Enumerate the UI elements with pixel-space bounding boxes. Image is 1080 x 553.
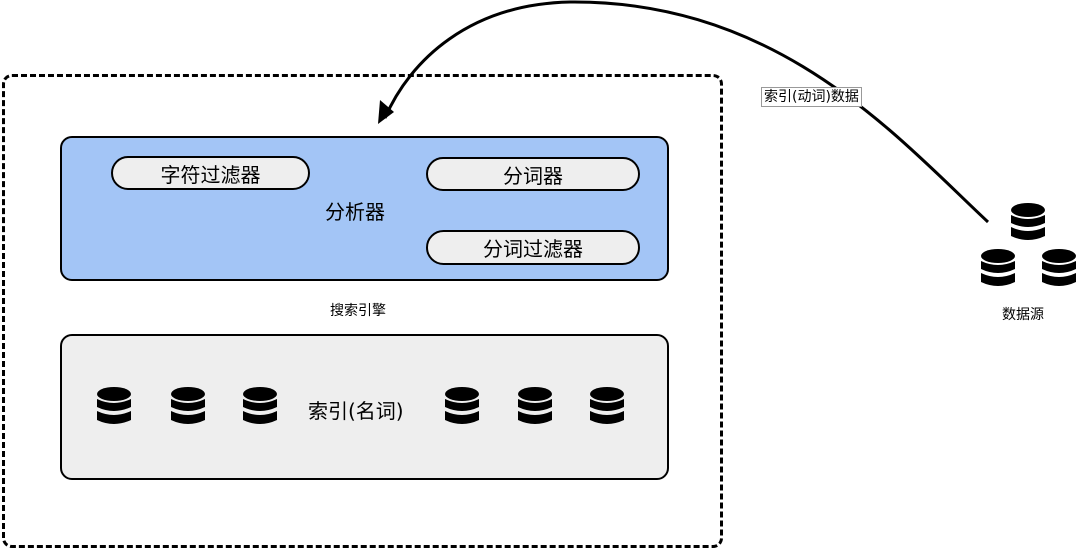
- database-icon: [171, 387, 205, 424]
- database-icon: [981, 249, 1015, 286]
- analyzer-label: 分析器: [325, 200, 385, 224]
- index-verb-label: 索引(动词)数据: [761, 87, 862, 107]
- database-icon: [1042, 249, 1076, 286]
- database-icon: [97, 387, 131, 424]
- char-filter-node: 字符过滤器: [111, 156, 310, 190]
- token-filter-node: 分词过滤器: [426, 230, 640, 265]
- data-source-label: 数据源: [1002, 307, 1044, 323]
- token-filter-label: 分词过滤器: [483, 237, 583, 261]
- database-icon: [590, 387, 624, 424]
- search-engine-container: [2, 74, 723, 548]
- search-engine-label: 搜索引擎: [330, 303, 386, 319]
- index-label: 索引(名词): [308, 399, 404, 423]
- index-box: [60, 334, 669, 480]
- database-icon: [1011, 203, 1045, 240]
- char-filter-label: 字符过滤器: [160, 162, 261, 187]
- tokenizer-node: 分词器: [426, 157, 640, 191]
- database-icon: [243, 387, 277, 424]
- database-icon: [518, 387, 552, 424]
- database-icon: [445, 387, 479, 424]
- tokenizer-label: 分词器: [503, 163, 563, 188]
